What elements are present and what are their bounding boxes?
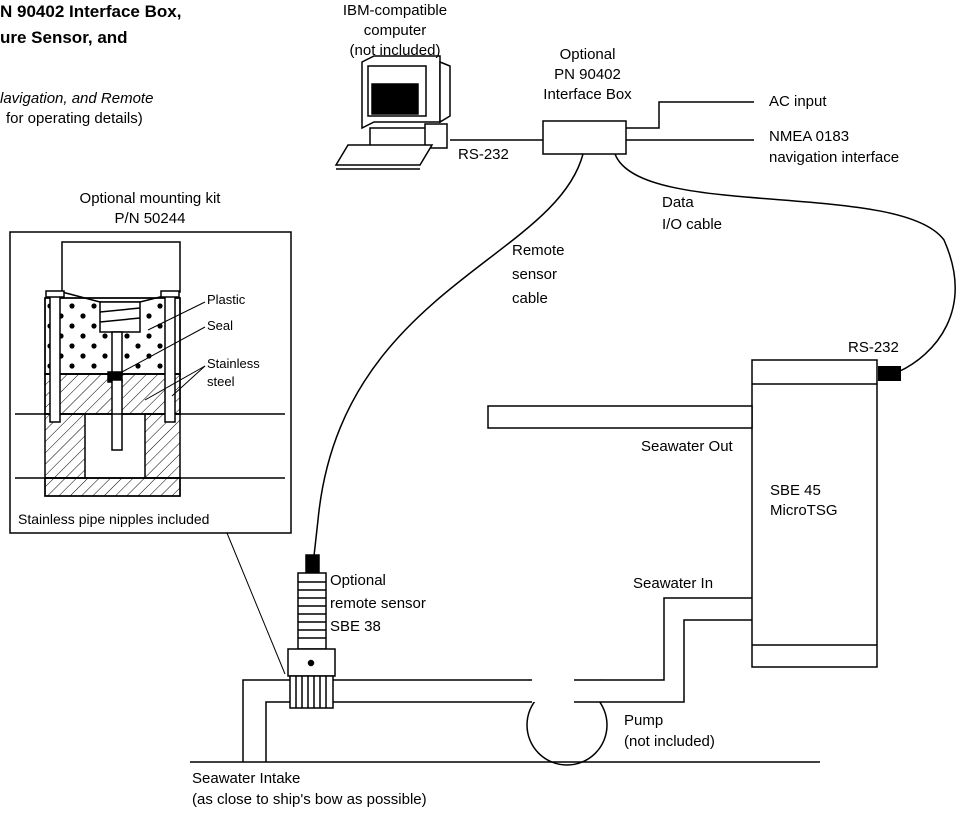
pump-icon <box>526 659 608 766</box>
rs232-tsg-label: RS-232 <box>848 339 899 356</box>
mounting-kit-title-line1: Optional mounting kit <box>79 190 221 207</box>
ac-input-cable <box>626 101 754 129</box>
mounting-kit-leaders <box>121 301 206 401</box>
remote-cable-label-line3: cable <box>512 290 548 307</box>
rs232-connector <box>878 366 901 381</box>
interface-box-label-line3: Interface Box <box>543 86 632 103</box>
data-io-label-line2: I/O cable <box>662 216 723 233</box>
intake-label-line2: (as close to ship's bow as possible) <box>192 791 427 808</box>
data-io-label-line1: Data <box>662 194 694 211</box>
tsg-label-line1: SBE 45 <box>770 482 821 499</box>
seawater-out-pipe <box>487 405 753 429</box>
seawater-out-label: Seawater Out <box>641 438 733 455</box>
part-stainless-label-line1: Stainless <box>207 356 260 371</box>
mounting-kit-footer: Stainless pipe nipples included <box>18 511 210 527</box>
nmea-label-line1: NMEA 0183 <box>769 128 850 145</box>
microtsg-body <box>751 359 878 668</box>
pump-label-line2: (not included) <box>624 733 715 750</box>
computer-label-line2: computer <box>363 22 427 39</box>
header-note-line2: for operating details) <box>6 110 143 127</box>
ac-input-label: AC input <box>769 93 827 110</box>
mounting-kit-leader <box>226 532 286 675</box>
mounting-kit-title-line2: P/N 50244 <box>114 210 186 227</box>
header-title-line2: ure Sensor, and <box>0 28 128 47</box>
remote-sensor-cable <box>313 153 584 557</box>
mounting-kit-drawing <box>15 241 285 497</box>
header-note-line1: lavigation, and Remote <box>0 90 154 107</box>
seawater-in-pipe <box>574 597 752 703</box>
computer-label-line1: IBM-compatible <box>342 2 448 19</box>
computer-label-line3: (not included) <box>349 42 441 59</box>
remote-sensor-label-line1: Optional <box>330 572 386 589</box>
tsg-label-line2: MicroTSG <box>770 502 838 519</box>
remote-cable-label-line1: Remote <box>512 242 565 259</box>
interface-box-label-line1: Optional <box>559 46 616 63</box>
seawater-in-label: Seawater In <box>633 575 714 592</box>
remote-sensor-icon <box>287 554 336 709</box>
part-plastic-label: Plastic <box>207 292 246 307</box>
remote-cable-label-line2: sensor <box>512 266 558 283</box>
interface-box <box>542 120 627 155</box>
remote-sensor-label-line2: remote sensor <box>330 595 426 612</box>
intake-pipe <box>242 679 602 762</box>
remote-sensor-label-line3: SBE 38 <box>330 618 381 635</box>
interface-box-label-line2: PN 90402 <box>554 66 621 83</box>
computer-icon <box>334 55 451 170</box>
part-stainless-label-line2: steel <box>207 374 235 389</box>
pump-label-line1: Pump <box>624 712 664 729</box>
header-title-line1: N 90402 Interface Box, <box>0 2 182 21</box>
data-io-cable <box>614 153 956 373</box>
rs232-pc-label: RS-232 <box>458 146 509 163</box>
part-seal-label: Seal <box>207 318 234 333</box>
intake-label-line1: Seawater Intake <box>192 770 301 787</box>
nmea-label-line2: navigation interface <box>769 149 900 166</box>
